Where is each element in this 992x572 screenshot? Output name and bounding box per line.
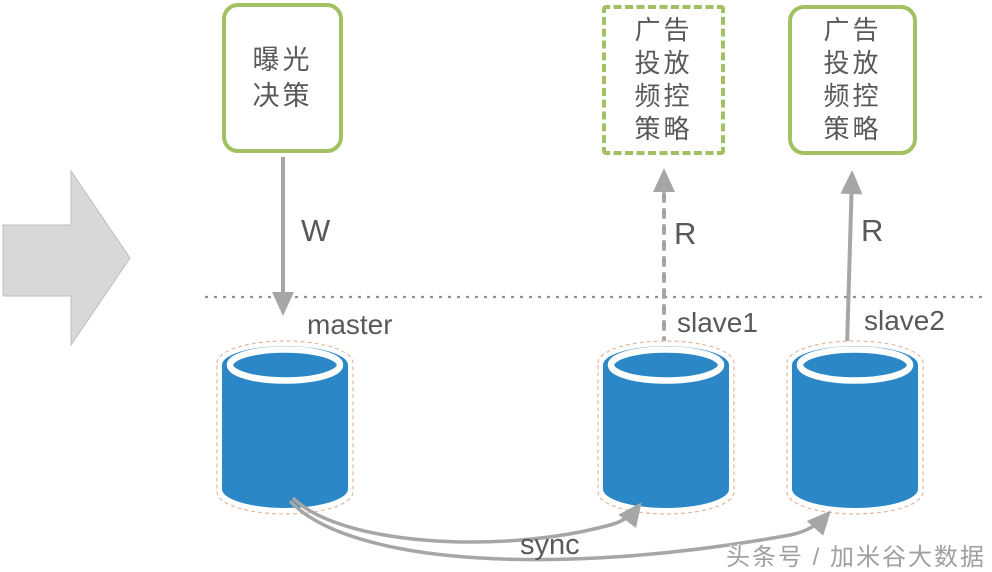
freq-control-line: 广告 [634,15,693,45]
freq-control-line: 频控 [634,81,693,111]
freq-control-line: 广告 [823,15,882,45]
exposure-decision-line: 决策 [252,81,313,111]
read-label-slave1: R [674,216,697,251]
slave1-label: slave1 [677,307,758,338]
freq-control-line: 策略 [823,114,882,144]
sync-label: sync [520,529,580,561]
read-arrow-solid [840,170,863,348]
master-label: master [307,309,393,340]
sync-arrow-slave1 [291,496,642,544]
exposure-decision-box: 曝光 决策 [222,3,343,153]
slave1-cylinder [597,340,735,515]
sync-arrow-slave2 [288,499,832,562]
freq-control-line: 策略 [634,114,693,144]
read-label-slave2: R [861,213,884,248]
slave2-label: slave2 [864,305,945,336]
slave2-cylinder [786,340,924,515]
exposure-decision-line: 曝光 [252,45,313,75]
watermark-text: 头条号 / 加米谷大数据 [725,544,986,571]
flow-block-arrow [2,169,131,347]
write-label: W [301,213,331,248]
master-cylinder [216,340,354,515]
freq-control-line: 频控 [823,81,882,111]
freq-control-line: 投放 [823,48,882,78]
freq-control-box-solid: 广告 投放 频控 策略 [788,5,917,155]
freq-control-line: 投放 [634,48,693,78]
freq-control-box-dashed: 广告 投放 频控 策略 [602,5,725,155]
